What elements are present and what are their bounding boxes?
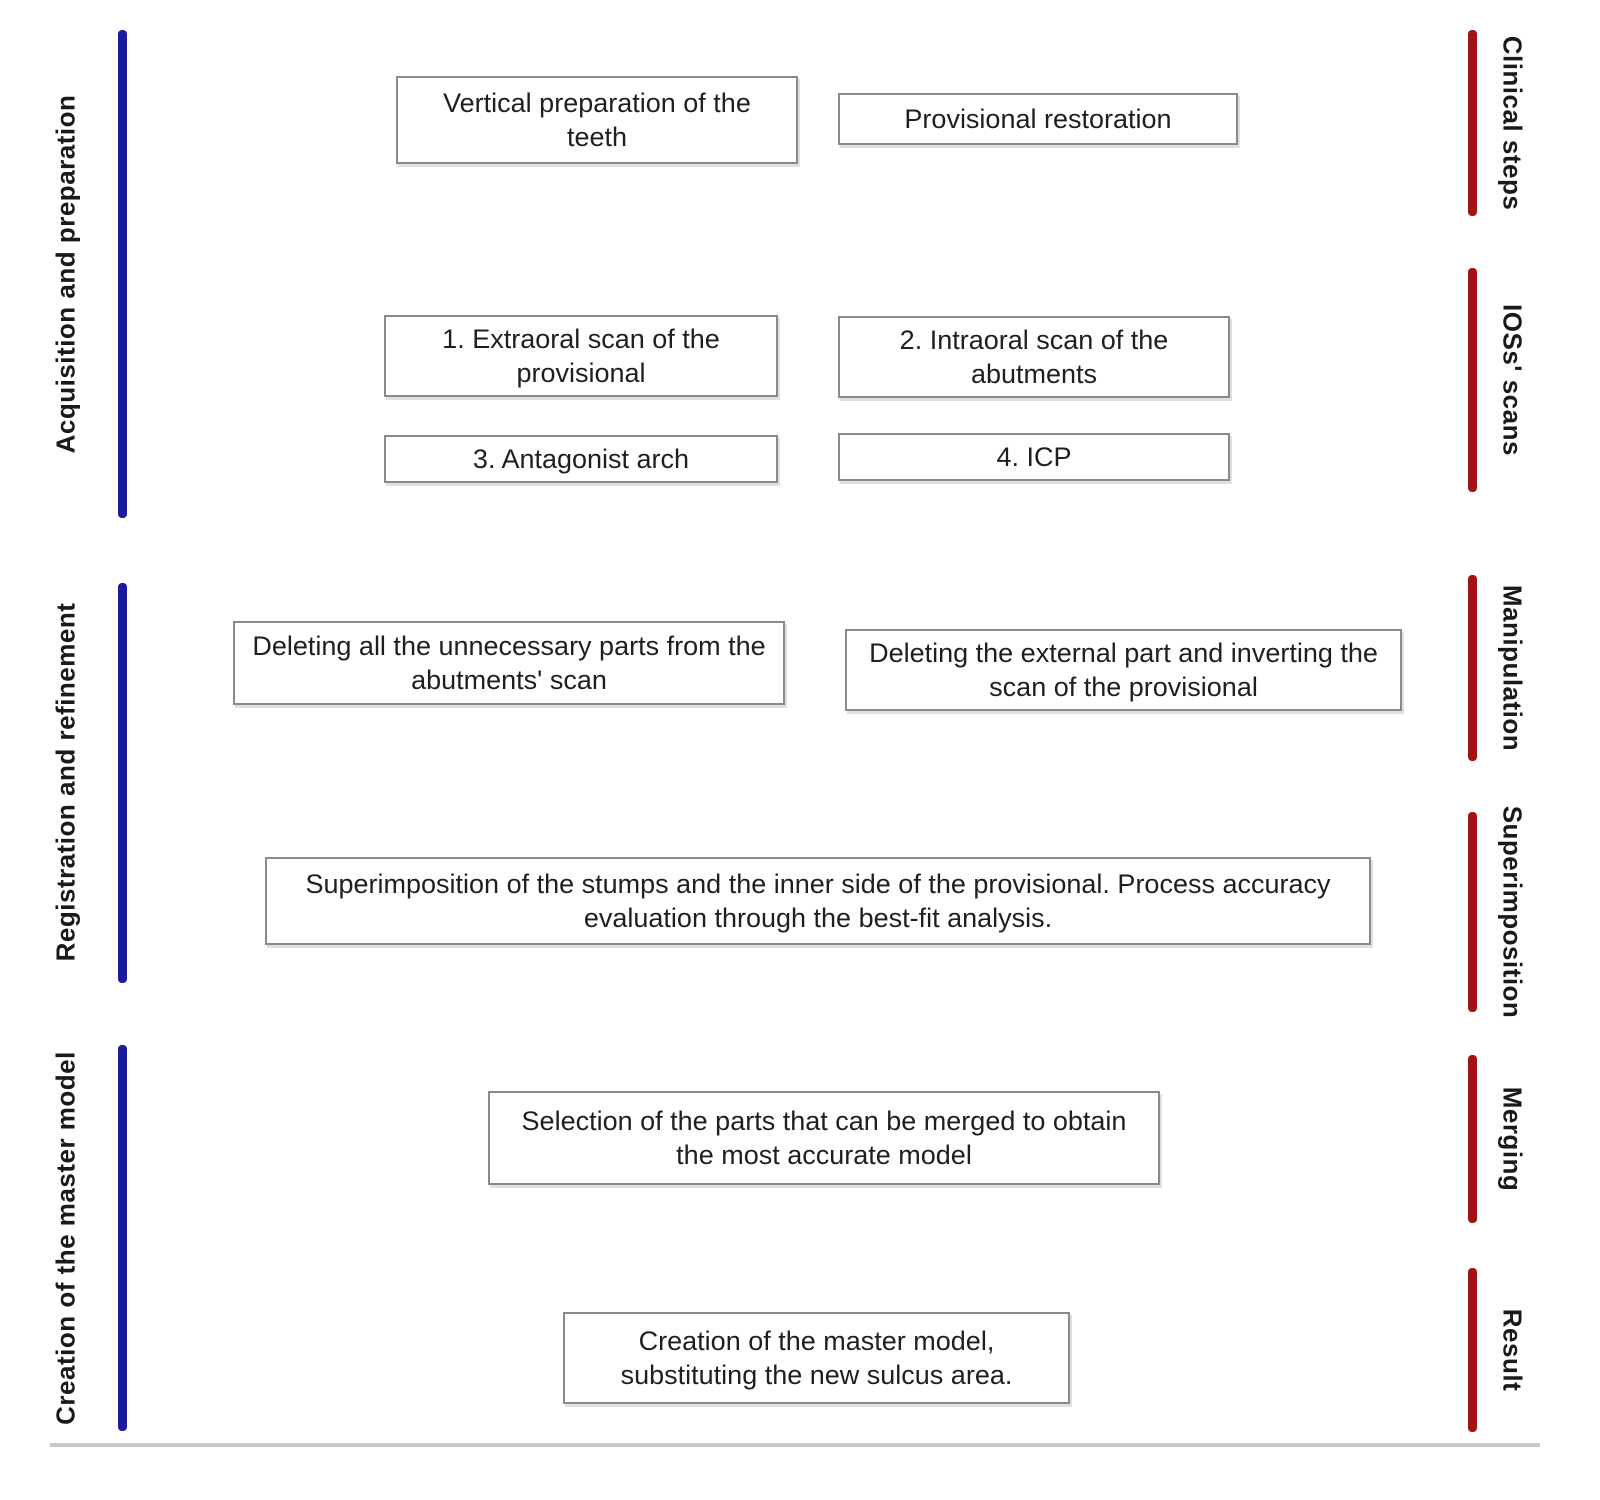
box-provisional-restoration: Provisional restoration bbox=[838, 93, 1238, 145]
right-label-ioss-scans: IOSs' scans bbox=[1497, 304, 1528, 456]
right-label-manipulation: Manipulation bbox=[1497, 584, 1528, 752]
box-selection-merge-parts: Selection of the parts that can be merge… bbox=[488, 1091, 1160, 1185]
box-vertical-preparation: Vertical preparation of the teeth bbox=[396, 76, 798, 164]
box-extraoral-scan: 1. Extraoral scan of the provisional bbox=[384, 315, 778, 397]
right-label-result: Result bbox=[1497, 1308, 1528, 1392]
left-label-creation-of-the-master-model: Creation of the master model bbox=[50, 1051, 81, 1425]
box-intraoral-scan: 2. Intraoral scan of the abutments bbox=[838, 316, 1230, 398]
right-label-superimposition: Superimposition bbox=[1497, 805, 1528, 1019]
left-phase-bar-registration bbox=[118, 583, 127, 983]
right-step-bar-clinical-steps bbox=[1468, 30, 1477, 216]
box-antagonist-arch: 3. Antagonist arch bbox=[384, 435, 778, 483]
right-step-bar-superimposition bbox=[1468, 812, 1477, 1012]
right-step-bar-ioss-scans bbox=[1468, 268, 1477, 492]
left-phase-bar-creation bbox=[118, 1045, 127, 1431]
box-creation-master-model: Creation of the master model, substituti… bbox=[563, 1312, 1070, 1404]
box-superimposition-stumps: Superimposition of the stumps and the in… bbox=[265, 857, 1371, 945]
box-icp: 4. ICP bbox=[838, 433, 1230, 481]
right-label-merging: Merging bbox=[1497, 1086, 1528, 1192]
box-deleting-unnecessary-parts: Deleting all the unnecessary parts from … bbox=[233, 621, 785, 705]
right-step-bar-merging bbox=[1468, 1055, 1477, 1223]
left-label-registration-and-refinement: Registration and refinement bbox=[50, 602, 81, 962]
bottom-rule bbox=[50, 1443, 1540, 1447]
left-phase-bar-acquisition bbox=[118, 30, 127, 518]
right-step-bar-result bbox=[1468, 1268, 1477, 1432]
right-label-clinical-steps: Clinical steps bbox=[1497, 35, 1528, 211]
left-label-acquisition-and-preparation: Acquisition and preparation bbox=[50, 94, 81, 454]
right-step-bar-manipulation bbox=[1468, 575, 1477, 761]
box-deleting-external-part: Deleting the external part and inverting… bbox=[845, 629, 1402, 711]
